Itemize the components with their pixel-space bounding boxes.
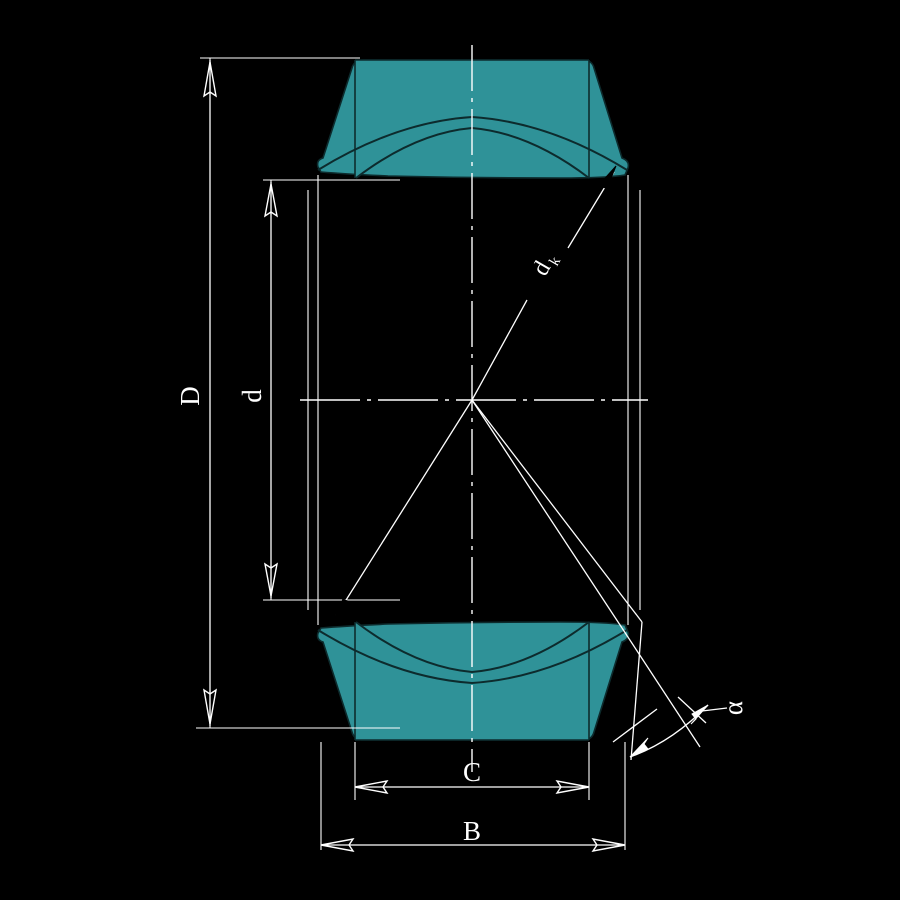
angle-ray-extension-a	[621, 627, 701, 748]
spherical-surface-arc-bottom-inner	[355, 621, 590, 674]
angle-construction-group	[335, 399, 707, 761]
dimension-C: C	[354, 757, 590, 794]
dimension-d: d	[237, 182, 278, 598]
angle-arc-arrow-end	[690, 704, 709, 725]
dimension-label-C: C	[463, 757, 481, 787]
dim-arrow-B-left	[320, 838, 355, 852]
angle-ray-right-outer	[471, 399, 643, 623]
bearing-body-group	[316, 59, 630, 741]
dim-arrow-d-bottom	[264, 562, 278, 597]
dim-arrow-D-top	[203, 61, 217, 98]
dimension-B: B	[320, 816, 626, 852]
dim-arrow-C-left	[354, 780, 389, 794]
inner-ring-bottom	[355, 622, 589, 740]
leader-line-dk-lower	[471, 299, 528, 401]
dimension-label-d: d	[237, 389, 267, 403]
angle-ray-right-inner	[471, 399, 623, 629]
dimension-label-D: D	[175, 386, 205, 406]
angle-cross-tick-1	[612, 708, 658, 743]
dim-arrow-D-bottom	[203, 688, 217, 725]
dim-arrow-d-top	[264, 183, 278, 218]
leader-arrow-dk	[597, 165, 617, 197]
angle-ray-extension-b	[630, 621, 643, 761]
extension-lines-group	[196, 57, 641, 850]
angle-arrow-left	[333, 591, 353, 621]
leader-line-alpha	[701, 707, 728, 712]
angle-ray-left	[335, 399, 473, 617]
dimension-label-alpha: α	[718, 701, 748, 715]
spherical-surface-arc-bottom-outer	[317, 629, 628, 685]
dimension-alpha: α	[629, 701, 748, 758]
angle-cross-tick-2	[677, 696, 707, 724]
dimension-label-B: B	[463, 816, 481, 846]
centre-lines-group	[300, 45, 648, 772]
dim-arrow-B-right	[591, 838, 626, 852]
dimension-D: D	[175, 60, 217, 726]
angle-arc-arrow-start	[629, 737, 649, 758]
dim-arrow-C-right	[555, 780, 590, 794]
